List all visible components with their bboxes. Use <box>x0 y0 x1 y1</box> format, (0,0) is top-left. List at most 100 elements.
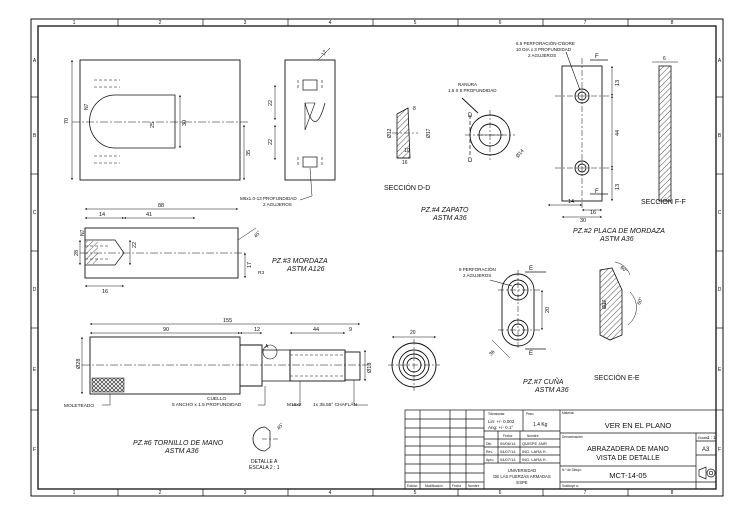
pz2-material: ASTM A36 <box>599 236 634 243</box>
pz6-detail-line1: DETALLE A <box>251 459 278 465</box>
tb-rev-header: Nombre <box>468 484 480 488</box>
pz2-dim-13a: 13 <box>615 80 621 86</box>
pz2-dims <box>548 66 613 218</box>
pz3-dim-22: 22 <box>132 242 138 248</box>
col-label: 1 <box>73 20 76 26</box>
tb-row-role: Dib. <box>486 442 492 446</box>
pz7-dim-36: 36 <box>488 349 496 357</box>
pz7-dims <box>491 290 543 359</box>
row-label: A <box>33 58 37 64</box>
col-label: 5 <box>414 20 417 26</box>
pz2-note-line3: 2 AGUJEROS <box>528 53 556 58</box>
pz5-body <box>79 59 241 181</box>
col-label: 3 <box>244 20 247 26</box>
pz3-dim-17: 17 <box>247 262 253 268</box>
pz4-section-title: SECCIÓN D-D <box>384 183 430 192</box>
tb-drawing-no: MCT-14-05 <box>609 471 647 480</box>
tb-row-name: ING. LARA H. <box>522 449 547 454</box>
tb-escala-value: 1 : 1 <box>707 435 716 440</box>
pz3-surface-n7: N7 <box>80 229 86 236</box>
row-label: E <box>33 367 37 373</box>
pz4-title: PZ.#4 ZAPATO <box>421 207 469 214</box>
pz5-surface-n7: N7 <box>84 103 90 110</box>
zone-ticks <box>31 19 723 496</box>
tb-tol-line2: Ang: +/- 0.1° <box>488 425 513 430</box>
tb-sustituye-label: Sustituye a: <box>562 484 579 488</box>
row-label: E <box>718 367 722 373</box>
tb-row-role: Apro. <box>486 458 494 462</box>
col-label: 8 <box>671 490 674 496</box>
tb-escala-label: Escala: <box>698 436 709 440</box>
tb-row-name: ING. LARA H. <box>522 457 547 462</box>
pz4-dim-16: 16 <box>402 160 408 166</box>
tb-rev-header: Edición <box>407 484 418 488</box>
pz4-section-d-d <box>392 107 418 159</box>
pz7-hole-line1: 9 PERFORACIÓN <box>459 266 496 272</box>
pz5-dim-22b: 22 <box>268 139 274 145</box>
tb-nombre-label: Nombre: <box>527 434 539 438</box>
row-label: A <box>718 58 722 64</box>
pz6-chaflan: 1x 35.55° CHAFLÁN <box>313 401 358 408</box>
pz7-dim-20: 20 <box>545 307 551 313</box>
pz3-dim-41: 41 <box>146 212 152 218</box>
pz3-dim-88: 88 <box>158 203 164 209</box>
pz4-ranura-line1: RANURA <box>458 82 477 87</box>
pz6-cuello-line2: 5 ANCHO x 1.5 PROFUNDIDAD <box>172 402 242 408</box>
pz6-end-view <box>388 336 440 391</box>
pz6-cuello-line1: CUELLO <box>207 396 226 402</box>
row-label: B <box>718 133 722 139</box>
col-label: 5 <box>414 490 417 496</box>
tb-row-date: 09/06/14 <box>500 441 516 446</box>
pz4-dim-17: Ø17 <box>426 128 432 138</box>
tb-denominacion-line1: ABRAZADERA DE MANO <box>587 446 669 453</box>
tb-university-line3: ESPE <box>516 480 527 485</box>
pz2-section-mark-top: F <box>595 54 599 60</box>
pz5-dim-35: 35 <box>246 150 252 156</box>
row-label: F <box>718 447 721 453</box>
pz6-dims <box>81 323 368 406</box>
border-frame <box>30 18 724 497</box>
pz3-dim-16: 16 <box>102 289 108 295</box>
row-label: C <box>33 210 37 216</box>
pz6-dim-20: 20 <box>410 330 416 336</box>
pz3-dim-r3: R3 <box>258 270 264 276</box>
tb-university-line1: UNIVERSIDAD <box>508 468 537 473</box>
pz2-section-f-f <box>652 61 678 202</box>
tb-row-date: 04/07/14 <box>500 449 516 454</box>
pz3-dim-45: 45° <box>253 230 262 239</box>
pz2-dim-6: 6 <box>663 56 666 62</box>
tb-sheet-size: A3 <box>702 447 710 453</box>
pz2-title: PZ.#2 PLACA DE MORDAZA <box>573 228 665 235</box>
pz4-section-mark-top: D <box>468 113 473 119</box>
pz6-title: PZ.#6 TORNILLO DE MANO <box>133 440 224 447</box>
pz2-dim-16: 16 <box>590 210 596 216</box>
col-label: 6 <box>499 20 502 26</box>
pz5-dim-30: 30 <box>182 120 188 126</box>
pz3-view <box>80 227 245 279</box>
col-label: 2 <box>159 490 162 496</box>
pz6-detail-a <box>252 426 278 452</box>
pz5-dim-70: 70 <box>64 118 70 124</box>
pz7-top-view <box>489 270 546 350</box>
pz5-jaw-slot <box>89 94 176 149</box>
pz7-dim-60b: 60° <box>636 297 644 306</box>
pz6-dim-9: 9 <box>349 327 352 333</box>
pz5-side-view <box>284 59 336 181</box>
row-label: B <box>33 133 37 139</box>
pz7-hole-line2: 2 AGUJEROS <box>463 273 491 278</box>
pz6-moleteado: MOLETEADO <box>64 403 94 409</box>
pz3-title: PZ.#3 MORDAZA <box>272 258 328 265</box>
pz5-tap-note-line2: 2 AGUJEROS <box>263 202 292 207</box>
col-label: 8 <box>671 20 674 26</box>
pz3-dim-14: 14 <box>99 212 105 218</box>
pz7-section-mark-bottom: E <box>529 351 533 357</box>
pz6-thread: M16x2 <box>287 402 302 408</box>
pz6-detail-mark: A <box>265 344 269 350</box>
pz5-dim-12: 12 <box>321 49 329 57</box>
tb-material-label: Material: <box>562 411 574 415</box>
pz7-dim-17: Ø17 <box>602 299 608 309</box>
col-label: 4 <box>329 490 332 496</box>
pz4-material: ASTM A36 <box>432 215 467 222</box>
column-labels-bottom: 1 2 3 4 5 6 7 8 <box>73 490 674 496</box>
